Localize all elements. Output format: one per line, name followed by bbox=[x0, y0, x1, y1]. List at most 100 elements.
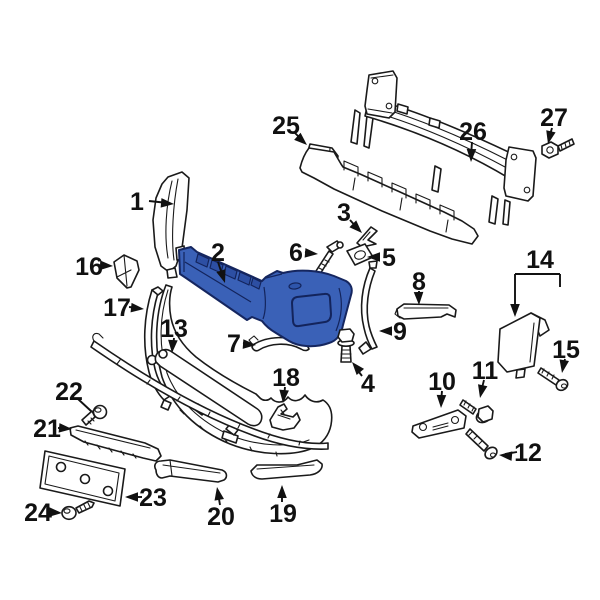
part-number-25: 25 bbox=[272, 112, 300, 140]
callout-10: 10 bbox=[428, 368, 456, 408]
arrowhead-icon bbox=[48, 507, 62, 517]
arrowhead-icon bbox=[559, 359, 569, 373]
arrowhead-icon bbox=[58, 423, 72, 433]
arrowhead-icon bbox=[352, 362, 365, 376]
callout-4: 4 bbox=[352, 362, 375, 398]
part-number-7: 7 bbox=[227, 330, 241, 358]
callout-15: 15 bbox=[552, 336, 580, 373]
part-11-bolt bbox=[459, 399, 494, 424]
callout-11: 11 bbox=[472, 357, 499, 398]
callout-16: 16 bbox=[75, 253, 113, 281]
callout-14: 14 bbox=[510, 246, 561, 317]
part-15-screw bbox=[537, 367, 569, 392]
part-number-17: 17 bbox=[103, 294, 131, 322]
part-23-license-bracket bbox=[39, 450, 126, 507]
part-number-3: 3 bbox=[337, 199, 351, 227]
arrowhead-icon bbox=[99, 260, 113, 271]
arrowhead-icon bbox=[546, 130, 556, 144]
callout-26: 26 bbox=[459, 118, 487, 162]
part-number-13: 13 bbox=[160, 315, 188, 343]
part-number-18: 18 bbox=[272, 364, 300, 392]
part-12-screw bbox=[465, 428, 498, 460]
arrowhead-icon bbox=[277, 485, 287, 498]
part-number-16: 16 bbox=[75, 253, 103, 281]
arrowhead-icon bbox=[130, 302, 144, 313]
part-number-15: 15 bbox=[552, 336, 580, 364]
part-number-22: 22 bbox=[55, 378, 83, 406]
part-number-21: 21 bbox=[33, 415, 61, 443]
part-22-screw bbox=[81, 404, 108, 426]
leader-line bbox=[77, 398, 92, 412]
callout-13: 13 bbox=[160, 315, 188, 353]
arrowhead-icon bbox=[510, 304, 520, 317]
part-8-slide-bracket bbox=[394, 303, 457, 320]
callout-27: 27 bbox=[540, 104, 568, 144]
part-number-26: 26 bbox=[459, 118, 487, 146]
part-6-screw-pin bbox=[315, 240, 344, 275]
callout-2: 2 bbox=[211, 239, 226, 283]
arrowhead-icon bbox=[279, 389, 289, 403]
part-number-1: 1 bbox=[130, 188, 144, 216]
part-number-24: 24 bbox=[24, 499, 52, 527]
arrowhead-icon bbox=[125, 492, 138, 502]
part-19-lower-trim bbox=[250, 459, 323, 480]
callout-7: 7 bbox=[227, 330, 256, 358]
arrowhead-icon bbox=[160, 198, 174, 208]
part-number-6: 6 bbox=[289, 239, 303, 267]
callout-5: 5 bbox=[367, 244, 396, 272]
arrowhead-icon bbox=[216, 269, 226, 283]
part-26-impact-bar bbox=[350, 70, 537, 226]
part-number-23: 23 bbox=[139, 484, 167, 512]
callout-23: 23 bbox=[125, 484, 167, 512]
callout-24: 24 bbox=[24, 499, 62, 527]
part-number-2: 2 bbox=[211, 239, 225, 267]
callout-8: 8 bbox=[412, 268, 426, 305]
part-4-bolt bbox=[337, 328, 355, 363]
callout-22: 22 bbox=[55, 378, 92, 412]
part-number-5: 5 bbox=[382, 244, 396, 272]
part-number-19: 19 bbox=[269, 500, 297, 528]
part-number-8: 8 bbox=[412, 268, 426, 296]
arrowhead-icon bbox=[294, 132, 307, 145]
arrowhead-icon bbox=[242, 339, 256, 349]
part-20-lower-trim bbox=[154, 459, 228, 483]
arrowhead-icon bbox=[214, 487, 224, 501]
callout-3: 3 bbox=[337, 199, 362, 233]
part-25-impact-absorber bbox=[299, 143, 479, 245]
callout-21: 21 bbox=[33, 415, 72, 443]
part-number-10: 10 bbox=[428, 368, 456, 396]
callout-20: 20 bbox=[207, 487, 235, 531]
arrowhead-icon bbox=[466, 148, 477, 162]
part-number-27: 27 bbox=[540, 104, 568, 132]
arrowhead-icon bbox=[304, 248, 318, 258]
part-number-4: 4 bbox=[361, 370, 375, 398]
callout-6: 6 bbox=[289, 239, 318, 267]
part-18-bracket bbox=[269, 403, 301, 431]
arrowhead-icon bbox=[499, 451, 513, 461]
part-number-12: 12 bbox=[514, 439, 542, 467]
part-number-9: 9 bbox=[393, 318, 407, 346]
callout-18: 18 bbox=[272, 364, 300, 403]
arrowhead-icon bbox=[379, 326, 392, 336]
callout-1: 1 bbox=[130, 188, 174, 216]
part-number-11: 11 bbox=[472, 357, 499, 385]
callout-25: 25 bbox=[272, 112, 307, 145]
callout-9: 9 bbox=[379, 318, 407, 346]
arrowhead-icon bbox=[168, 339, 178, 353]
arrowhead-icon bbox=[413, 291, 424, 305]
callout-19: 19 bbox=[269, 485, 297, 528]
part-number-20: 20 bbox=[207, 503, 235, 531]
part-24-screw bbox=[61, 500, 95, 521]
arrowhead-icon bbox=[349, 220, 362, 233]
part-10-bracket-plate bbox=[411, 409, 467, 439]
part-27-bolt bbox=[541, 138, 575, 159]
callout-12: 12 bbox=[499, 439, 542, 467]
part-9-side-support bbox=[358, 260, 378, 355]
part-lower-molding-strip bbox=[90, 332, 329, 450]
part-16-clip bbox=[113, 254, 140, 289]
part-14-deflector bbox=[497, 312, 550, 379]
arrowhead-icon bbox=[367, 252, 380, 262]
